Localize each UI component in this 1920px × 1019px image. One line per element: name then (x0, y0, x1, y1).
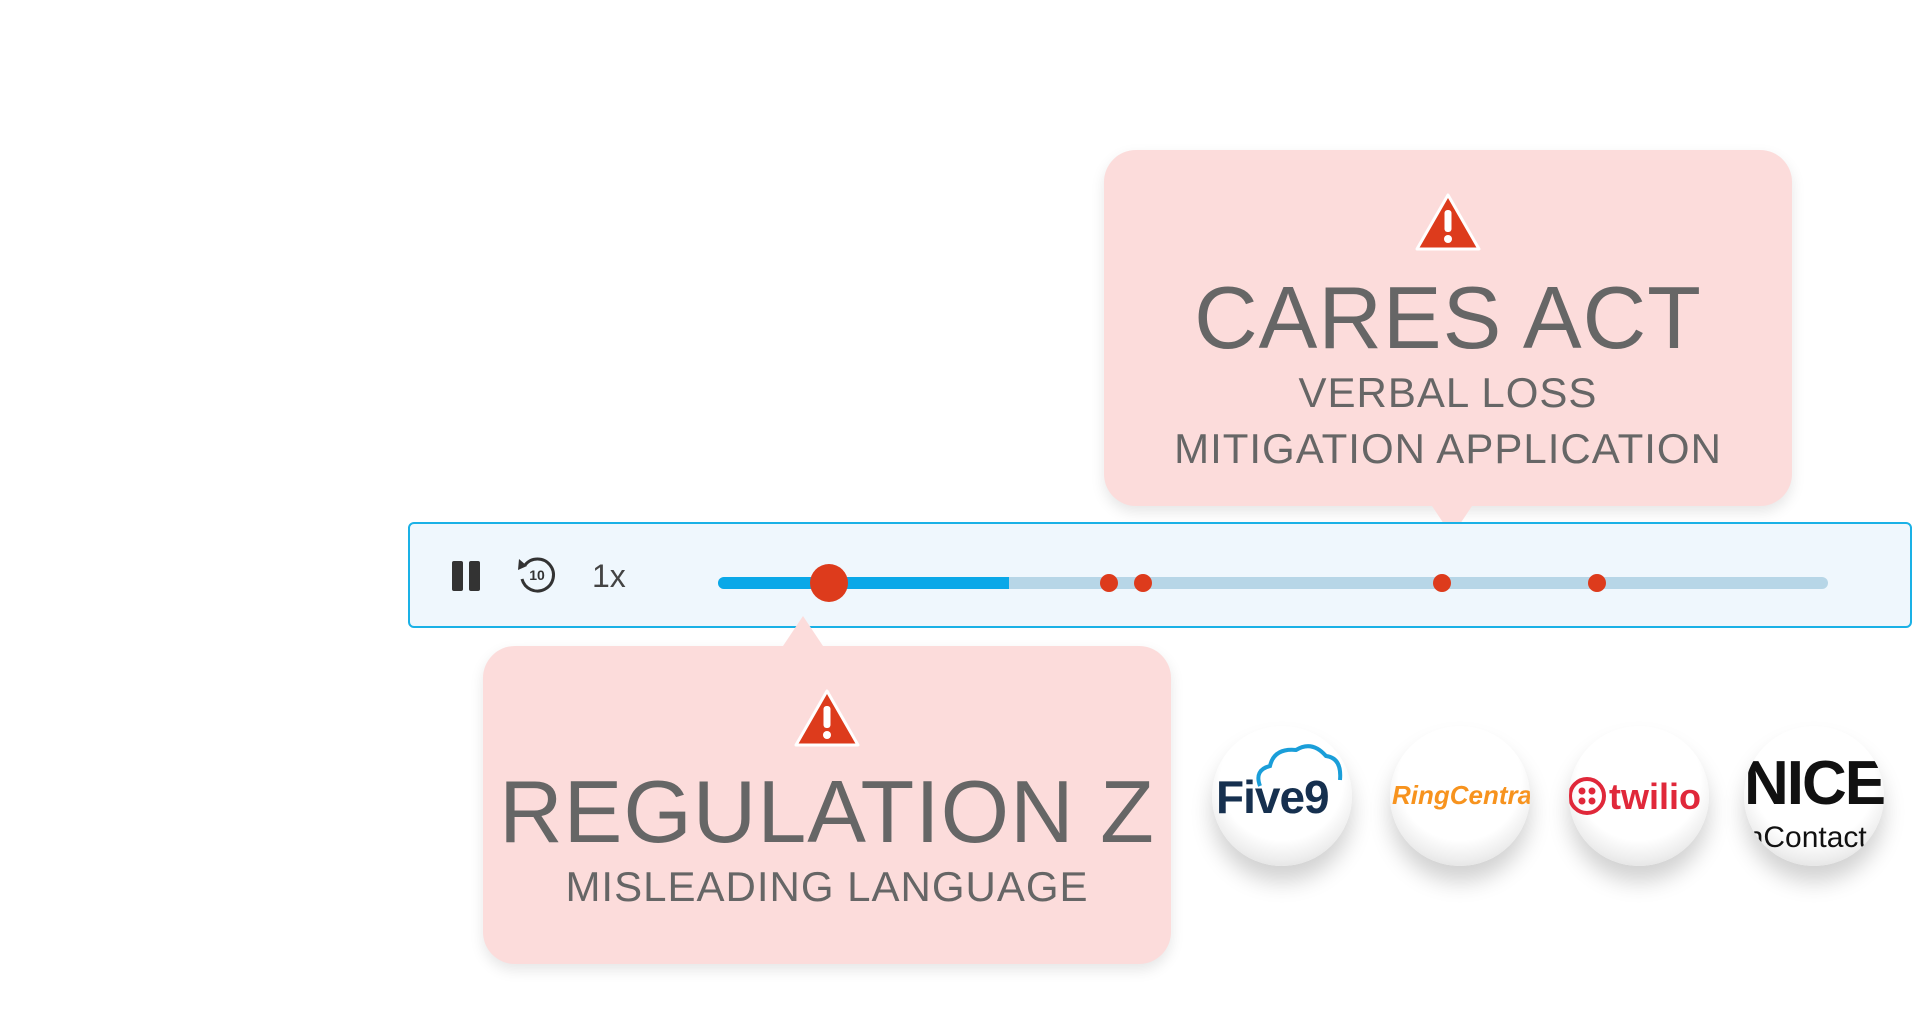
alert-subtitle-line2: MITIGATION APPLICATION (1174, 425, 1722, 473)
alert-marker[interactable] (1099, 574, 1118, 592)
progress-fill (718, 577, 1009, 589)
progress-thumb[interactable] (810, 564, 848, 602)
replay-10-button[interactable]: 10 (515, 553, 559, 597)
alert-title: REGULATION Z (499, 762, 1155, 861)
warning-icon (794, 689, 860, 747)
twilio-icon (1569, 777, 1606, 815)
progress-track[interactable] (718, 564, 1828, 602)
alert-marker[interactable] (1588, 574, 1607, 592)
nice-logo-text: NICE (1744, 749, 1884, 818)
five9-logo-text: Five9 (1216, 771, 1330, 823)
regulation-z-callout: REGULATION Z MISLEADING LANGUAGE (483, 616, 1171, 964)
incontact-logo-text: inContact (1744, 821, 1867, 854)
cloud-icon (1256, 744, 1343, 787)
twilio-logo-text: twilio (1609, 776, 1701, 817)
pause-icon[interactable] (450, 559, 484, 593)
callout-tail (783, 616, 823, 646)
ringcentral-logo: RingCentral (1390, 726, 1530, 866)
ringcentral-logo-text: RingCentral (1392, 780, 1530, 810)
alert-subtitle-line1: VERBAL LOSS (1298, 369, 1598, 416)
cares-act-callout: CARES ACT VERBAL LOSS MITIGATION APPLICA… (1104, 150, 1792, 536)
alert-subtitle-line1: MISLEADING LANGUAGE (565, 863, 1089, 910)
replay-10-icon: 10 (518, 557, 555, 593)
replay-seconds-label: 10 (529, 567, 545, 583)
nice-incontact-logo: NICE inContact (1744, 726, 1884, 866)
alert-marker[interactable] (1432, 574, 1451, 592)
warning-icon (1415, 193, 1481, 251)
playback-speed-button[interactable]: 1x (592, 558, 626, 594)
alert-marker[interactable] (1134, 574, 1153, 592)
twilio-logo: twilio (1569, 726, 1709, 866)
audio-player: 10 1x (408, 522, 1912, 628)
alert-title: CARES ACT (1194, 268, 1702, 367)
five9-logo: Five9 (1212, 726, 1352, 866)
